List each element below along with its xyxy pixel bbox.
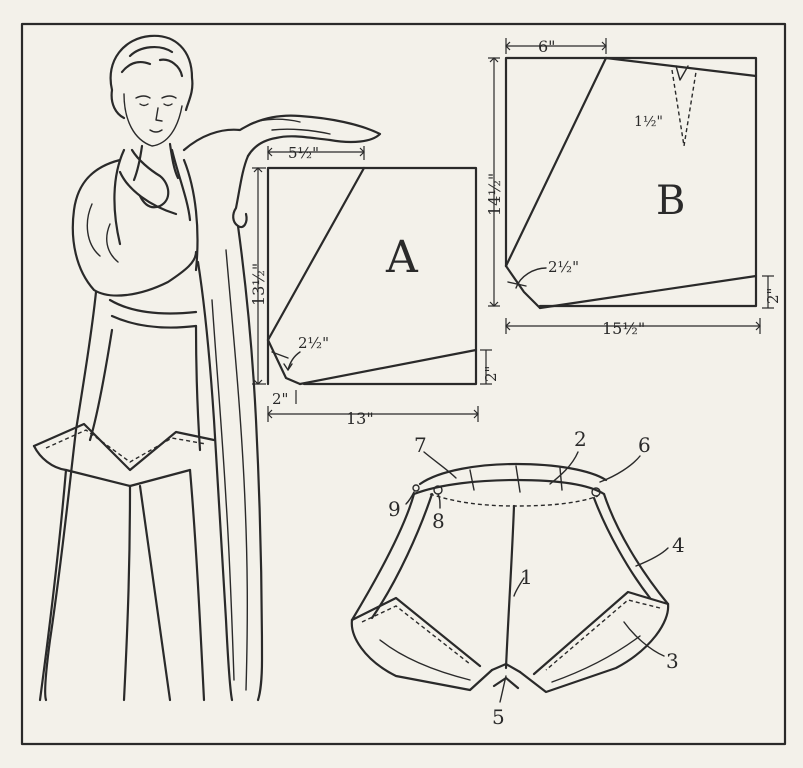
callout-1: 1	[520, 565, 533, 589]
callout-5: 5	[492, 705, 505, 729]
pattern-b-top-width: 6"	[538, 37, 556, 56]
pattern-a-letter: A	[385, 232, 419, 283]
pattern-b-side-drop: 2"	[764, 288, 782, 304]
finished-garment: 1 2 3 4 5 6 7 8 9	[350, 427, 685, 729]
pattern-b-corner-offset: 2½"	[548, 258, 579, 276]
callout-7: 7	[414, 433, 427, 457]
pattern-a-bottom-width: 13"	[346, 409, 374, 428]
callout-9: 9	[388, 497, 401, 521]
pattern-a-top-width: 5½"	[288, 144, 319, 162]
callout-2: 2	[574, 427, 587, 451]
pattern-b-height: 14½"	[485, 173, 504, 216]
callout-3: 3	[666, 649, 679, 673]
callout-6: 6	[638, 433, 651, 457]
pattern-b-letter: B	[656, 178, 685, 224]
pattern-a-side-drop: 2"	[482, 366, 500, 382]
pattern-a-bottom-offset: 2"	[272, 390, 288, 408]
woman-figure	[32, 34, 382, 702]
pattern-a-height: 13½"	[249, 263, 268, 306]
pattern-b: B 6" 15½" 1½" 2½" 14½" 2"	[485, 37, 782, 338]
pattern-b-bottom-width: 15½"	[602, 319, 645, 338]
pattern-a-corner-offset: 2½"	[298, 334, 329, 352]
callout-8: 8	[432, 509, 445, 533]
callout-4: 4	[672, 533, 685, 557]
page-border	[20, 22, 787, 746]
pattern-a: A 5½" 13" 2½" 2" 13½" 2"	[249, 144, 500, 428]
pattern-b-dart: 1½"	[634, 114, 663, 130]
